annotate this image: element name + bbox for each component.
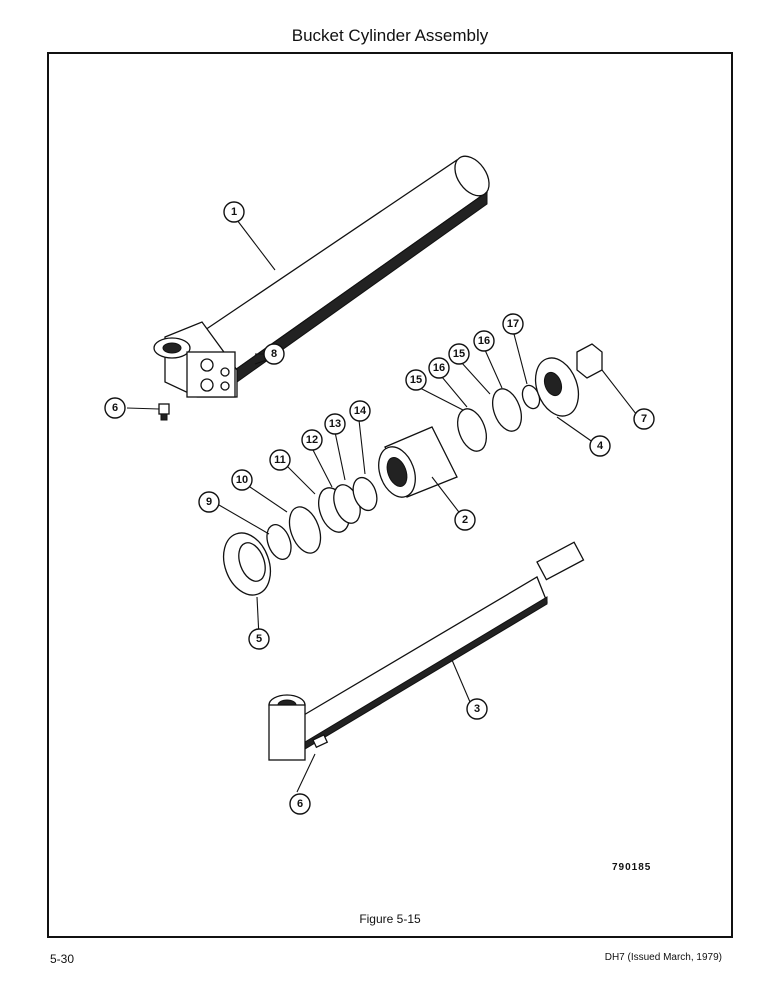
svg-text:6: 6 [112,402,118,414]
piston-rod [268,541,585,761]
svg-text:8: 8 [271,348,277,360]
callout-16-b: 16 [473,330,495,352]
callout-1: 1 [223,201,245,223]
svg-text:17: 17 [507,318,519,330]
svg-text:14: 14 [354,405,367,417]
piston-head [534,357,580,417]
callout-15-a: 15 [405,369,427,391]
gland-nut [222,532,272,596]
grease-fitting-top [158,403,170,421]
figure-frame [47,52,733,938]
callout-9: 9 [198,491,220,513]
svg-text:15: 15 [410,374,422,386]
callout-13: 13 [324,413,346,435]
callout-5: 5 [248,628,270,650]
cylinder-barrel [153,155,490,398]
callout-8: 8 [263,343,285,365]
callout-15-b: 15 [448,343,470,365]
callout-14: 14 [349,400,371,422]
drawing-number: 790185 [612,862,652,873]
svg-text:12: 12 [306,434,318,446]
svg-text:4: 4 [597,440,604,452]
svg-text:15: 15 [453,348,465,360]
svg-text:2: 2 [462,514,468,526]
svg-text:16: 16 [433,362,445,374]
hex-nut [576,343,603,379]
svg-text:5: 5 [256,633,262,645]
callout-17: 17 [502,313,524,335]
svg-text:11: 11 [274,454,286,466]
figure-caption: Figure 5-15 [359,912,421,926]
callout-7: 7 [633,408,655,430]
svg-text:13: 13 [329,418,341,430]
callout-2: 2 [454,509,476,531]
svg-text:1: 1 [231,206,237,218]
svg-text:7: 7 [641,413,647,425]
seal-rings-left [266,476,378,560]
svg-text:6: 6 [297,798,303,810]
callout-3: 3 [466,698,488,720]
exploded-view-drawing: 1 2 3 4 5 6 6 7 8 9 10 11 12 13 14 15 15… [104,155,655,815]
callout-12: 12 [301,429,323,451]
piston [378,426,458,498]
svg-text:3: 3 [474,703,480,715]
issue-note: DH7 (Issued March, 1979) [604,952,722,963]
callout-6-top: 6 [104,397,126,419]
callout-4: 4 [589,435,611,457]
callout-6-bottom: 6 [289,793,311,815]
grease-fitting-bottom [312,734,329,749]
callout-11: 11 [269,449,291,471]
callout-10: 10 [231,469,253,491]
svg-text:10: 10 [236,474,248,486]
page-number: 5-30 [50,952,75,966]
seal-rings-right [457,384,541,452]
svg-text:9: 9 [206,496,212,508]
page-title: Bucket Cylinder Assembly [291,26,489,45]
svg-text:16: 16 [478,335,490,347]
callout-16-a: 16 [428,357,450,379]
